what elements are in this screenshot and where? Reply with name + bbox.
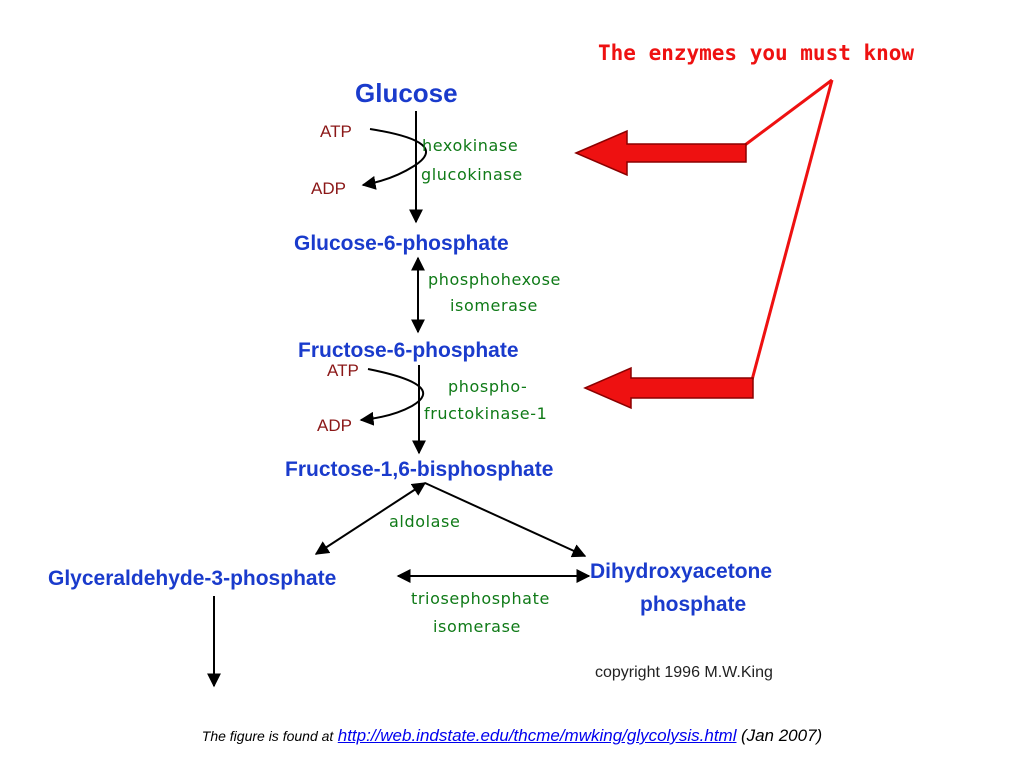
- enzyme-phosphofructokinase-line2: fructokinase-1: [424, 404, 547, 423]
- enzyme-glucokinase: glucokinase: [421, 165, 523, 184]
- arrow-f16bp-to-g3p: [314, 482, 427, 555]
- cofactor-curve-step1: [361, 128, 427, 190]
- cofactor-curve-step3: [359, 368, 425, 426]
- metabolite-fructose-1-6-bisphosphate: Fructose-1,6-bisphosphate: [285, 458, 553, 481]
- metabolite-fructose-6-phosphate: Fructose-6-phosphate: [298, 339, 519, 362]
- metabolite-dihydroxyacetone-phosphate-line1: Dihydroxyacetone: [590, 560, 772, 583]
- cofactor-adp-step1: ADP: [311, 179, 346, 198]
- caption-date: (Jan 2007): [740, 726, 823, 745]
- enzyme-triosephosphate-isomerase-line1: triosephosphate: [411, 589, 550, 608]
- metabolite-glucose-6-phosphate: Glucose-6-phosphate: [294, 232, 509, 255]
- copyright-note: copyright 1996 M.W.King: [595, 664, 773, 681]
- callout-pointer-line-lower: [750, 79, 834, 381]
- enzyme-phosphohexose-isomerase-line2: isomerase: [450, 296, 538, 315]
- cofactor-adp-step3: ADP: [317, 416, 352, 435]
- red-block-arrow-icon-hexokinase: [574, 129, 747, 177]
- metabolite-dihydroxyacetone-phosphate-line2: phosphate: [640, 593, 746, 616]
- metabolite-glucose: Glucose: [355, 78, 458, 108]
- cofactor-atp-step3: ATP: [327, 361, 359, 380]
- enzyme-phosphofructokinase-line1: phospho-: [448, 377, 527, 396]
- figure-caption: The figure is found at http://web.indsta…: [0, 726, 1024, 746]
- enzyme-phosphohexose-isomerase-line1: phosphohexose: [428, 270, 561, 289]
- enzyme-aldolase: aldolase: [389, 512, 460, 531]
- red-block-arrow-icon-pfk: [583, 366, 754, 410]
- enzyme-hexokinase: hexokinase: [422, 136, 518, 155]
- arrow-f16bp-to-dhap: [424, 482, 587, 558]
- callout-title: The enzymes you must know: [598, 41, 914, 65]
- cofactor-atp-step1: ATP: [320, 122, 352, 141]
- enzyme-triosephosphate-isomerase-line2: isomerase: [433, 617, 521, 636]
- callout-pointer-line-upper: [744, 78, 833, 147]
- metabolite-glyceraldehyde-3-phosphate: Glyceraldehyde-3-phosphate: [48, 567, 336, 590]
- source-link[interactable]: http://web.indstate.edu/thcme/mwking/gly…: [337, 726, 737, 745]
- caption-prefix: The figure is found at: [201, 728, 334, 744]
